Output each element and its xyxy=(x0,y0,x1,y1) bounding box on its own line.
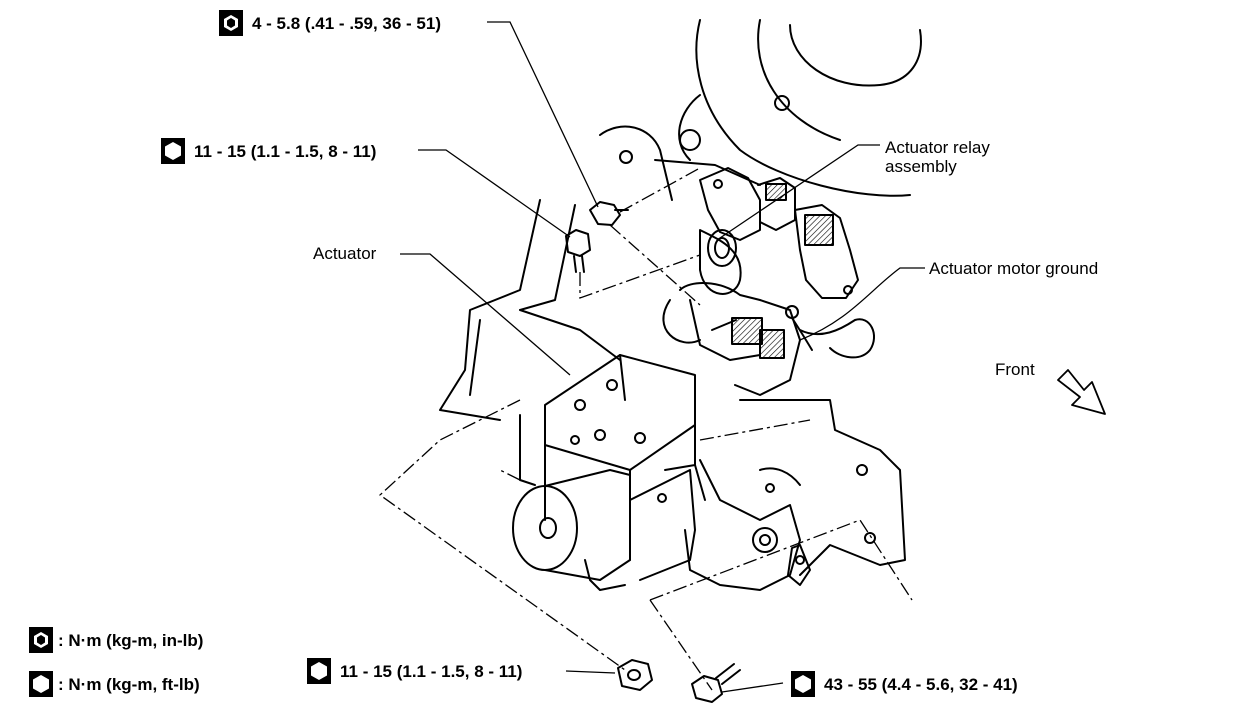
top-bolt xyxy=(589,201,629,226)
top-bolt-torque-callout: 4 - 5.8 (.41 - .59, 36 - 51) xyxy=(218,9,441,37)
body-panel xyxy=(439,199,621,421)
front-arrow xyxy=(1057,369,1106,415)
torque-in-lb-icon xyxy=(219,10,243,36)
bottom-bolt-torque-callout: 43 - 55 (4.4 - 5.6, 32 - 41) xyxy=(790,670,1018,698)
bottom-nut-torque-callout: 11 - 15 (1.1 - 1.5, 8 - 11) xyxy=(306,657,522,685)
mounting-bracket xyxy=(684,399,906,591)
actuator-label: Actuator xyxy=(313,244,377,263)
bottom-nut xyxy=(617,659,653,691)
torque-ft-lb-icon xyxy=(307,658,331,684)
wiring-harness xyxy=(662,282,875,396)
torque-in-lb-icon xyxy=(29,627,53,653)
bottom-bolt-torque-label: 43 - 55 (4.4 - 5.6, 32 - 41) xyxy=(824,674,1018,694)
front-label: Front xyxy=(995,360,1035,379)
legend-in-lb-label: : N·m (kg-m, in-lb) xyxy=(58,630,204,650)
actuator-relay-label-line2: assembly xyxy=(885,157,957,176)
upper-bolt-torque-callout: 11 - 15 (1.1 - 1.5, 8 - 11) xyxy=(160,137,376,165)
actuator-body xyxy=(512,354,706,591)
torque-ft-lb-icon xyxy=(161,138,185,164)
top-bolt-torque-label: 4 - 5.8 (.41 - .59, 36 - 51) xyxy=(252,13,441,33)
upper-bolt-torque-label: 11 - 15 (1.1 - 1.5, 8 - 11) xyxy=(194,141,377,161)
legend-in-lb: : N·m (kg-m, in-lb) xyxy=(28,626,203,654)
actuator-motor-ground-label: Actuator motor ground xyxy=(929,259,1099,278)
legend-ft-lb: : N·m (kg-m, ft-lb) xyxy=(28,670,200,698)
actuator-relay-label-line1: Actuator relay xyxy=(885,138,990,157)
actuator-relay-label: Actuator relay assembly xyxy=(885,138,990,176)
torque-ft-lb-icon xyxy=(791,671,815,697)
actuator-relay-assembly xyxy=(699,167,859,299)
legend-ft-lb-label: : N·m (kg-m, ft-lb) xyxy=(58,674,200,694)
upper-bolt xyxy=(565,229,591,273)
bottom-bolt xyxy=(691,663,741,703)
torque-ft-lb-icon xyxy=(29,671,53,697)
engine-structure xyxy=(599,19,922,201)
bottom-nut-torque-label: 11 - 15 (1.1 - 1.5, 8 - 11) xyxy=(340,661,523,681)
